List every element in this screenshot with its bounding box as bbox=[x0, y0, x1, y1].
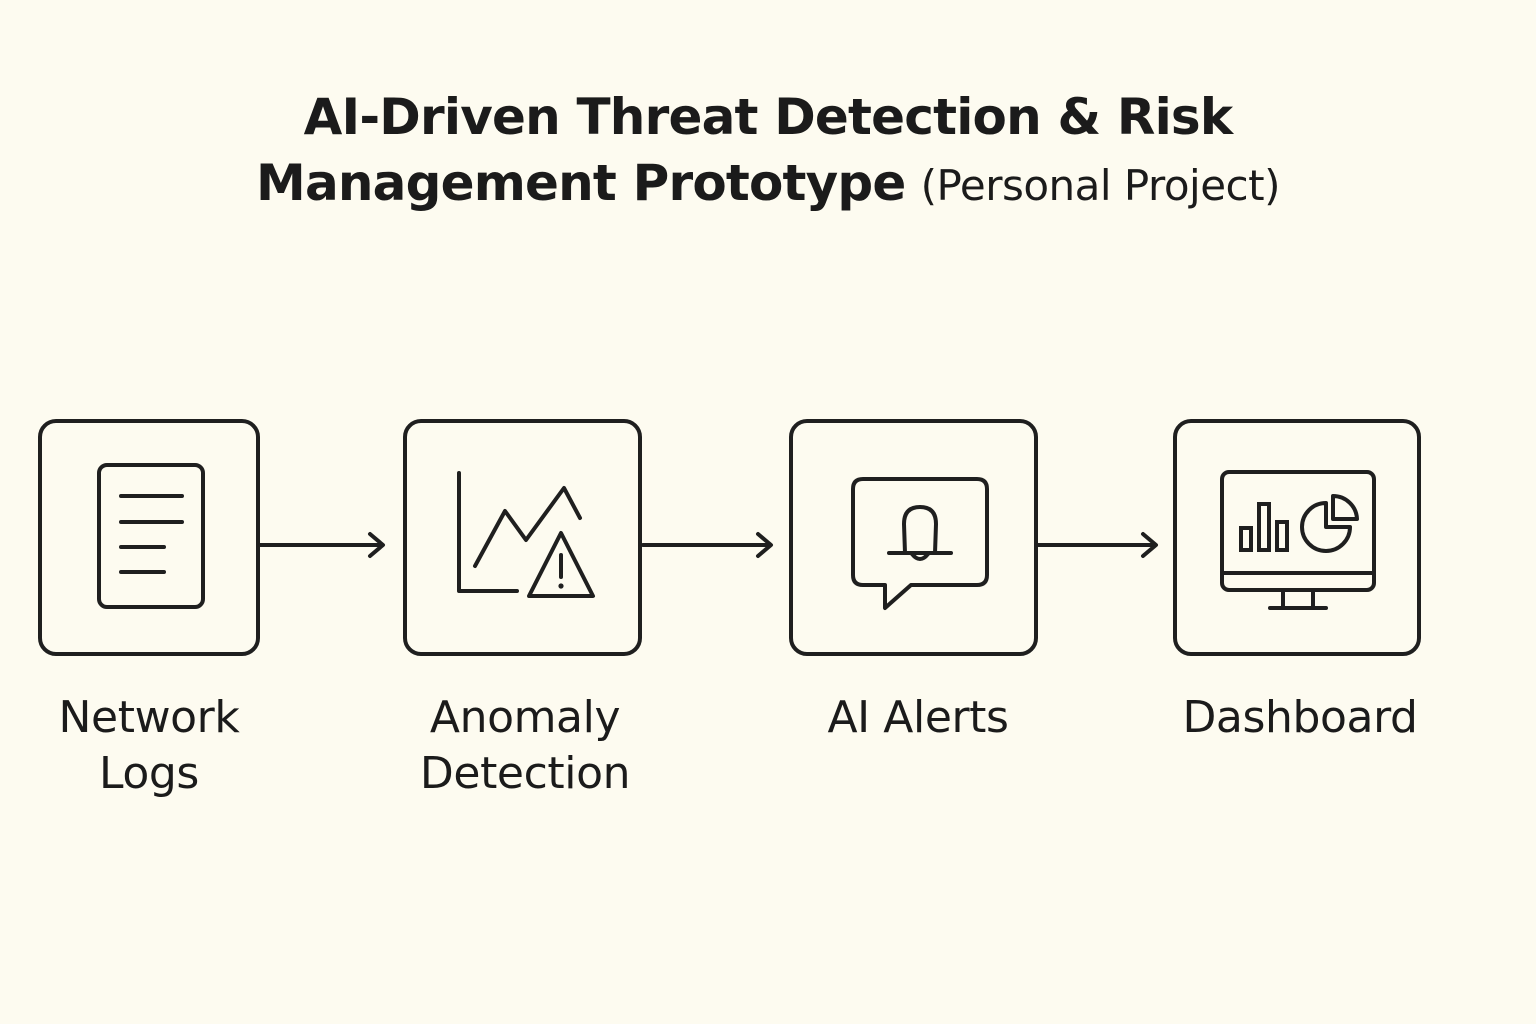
monitor-chart-icon bbox=[1220, 470, 1376, 610]
title-subtitle: (Personal Project) bbox=[920, 161, 1281, 210]
document-icon bbox=[97, 463, 205, 609]
step-label-line: AI Alerts bbox=[827, 692, 1009, 743]
step-box-dashboard bbox=[1173, 419, 1421, 656]
arrow-icon bbox=[641, 532, 773, 558]
step-box-network-logs bbox=[38, 419, 260, 656]
title-line-2: Management Prototype (Personal Project) bbox=[0, 150, 1536, 219]
chart-warning-icon bbox=[457, 471, 595, 598]
diagram-title: AI-Driven Threat Detection & Risk Manage… bbox=[0, 84, 1536, 219]
step-label-network-logs: Network Logs bbox=[38, 690, 260, 802]
step-label-line: Dashboard bbox=[1182, 692, 1418, 743]
title-line-1: AI-Driven Threat Detection & Risk bbox=[303, 88, 1234, 146]
arrow-icon bbox=[258, 532, 385, 558]
step-label-line: Logs bbox=[99, 748, 199, 799]
step-label-anomaly-detection: Anomaly Detection bbox=[403, 690, 647, 802]
arrow-icon bbox=[1036, 532, 1158, 558]
title-main: Management Prototype bbox=[255, 154, 906, 212]
step-box-anomaly-detection bbox=[403, 419, 642, 656]
step-label-line: Network bbox=[58, 692, 240, 743]
step-box-ai-alerts bbox=[789, 419, 1038, 656]
step-label-line: Anomaly bbox=[429, 692, 621, 743]
bell-message-icon bbox=[851, 477, 989, 610]
step-label-ai-alerts: AI Alerts bbox=[789, 690, 1047, 746]
step-label-line: Detection bbox=[419, 748, 631, 799]
step-label-dashboard: Dashboard bbox=[1173, 690, 1427, 746]
